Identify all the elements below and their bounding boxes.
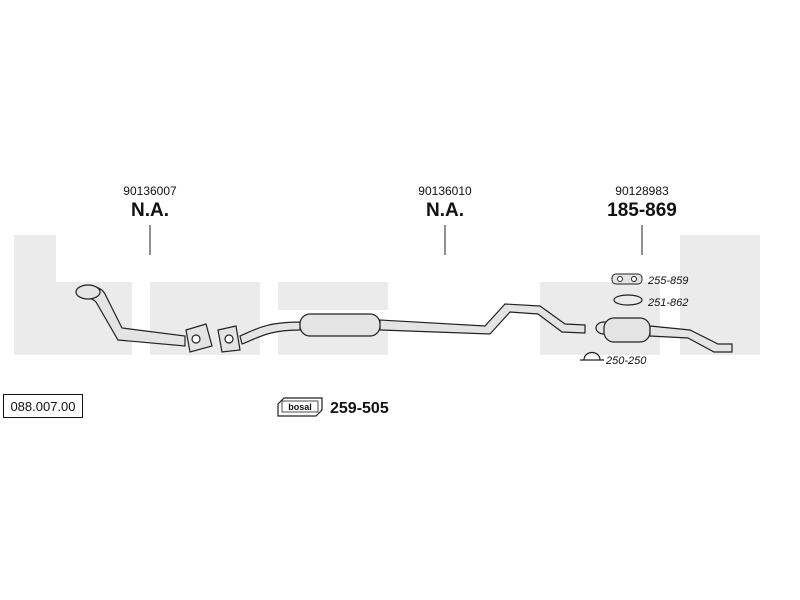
kit-logo-text: bosal xyxy=(288,402,312,412)
rear-silencer xyxy=(595,317,733,353)
kit-logo xyxy=(277,397,323,417)
accessory-code-1: 255-859 xyxy=(648,275,689,287)
accessory-code-2: 251-862 xyxy=(648,297,689,309)
center-pipe xyxy=(217,303,586,353)
clamp-icon xyxy=(580,351,604,361)
leader-lines xyxy=(149,225,643,255)
front-pipe xyxy=(75,284,213,353)
bosal-code-3: 185-869 xyxy=(607,200,677,221)
oem-number-1: 90136007 xyxy=(123,184,177,198)
kit-code: 259-505 xyxy=(330,400,389,417)
bosal-code-1: N.A. xyxy=(131,200,169,221)
catalog-number: 088.007.00 xyxy=(3,394,83,418)
bosal-code-2: N.A. xyxy=(426,200,464,221)
oem-number-3: 90128983 xyxy=(615,184,669,198)
rubber-mount-icon xyxy=(611,273,643,285)
oem-number-2: 90136010 xyxy=(418,184,472,198)
ring-mount-icon xyxy=(613,294,643,306)
accessory-code-3: 250-250 xyxy=(606,355,647,367)
